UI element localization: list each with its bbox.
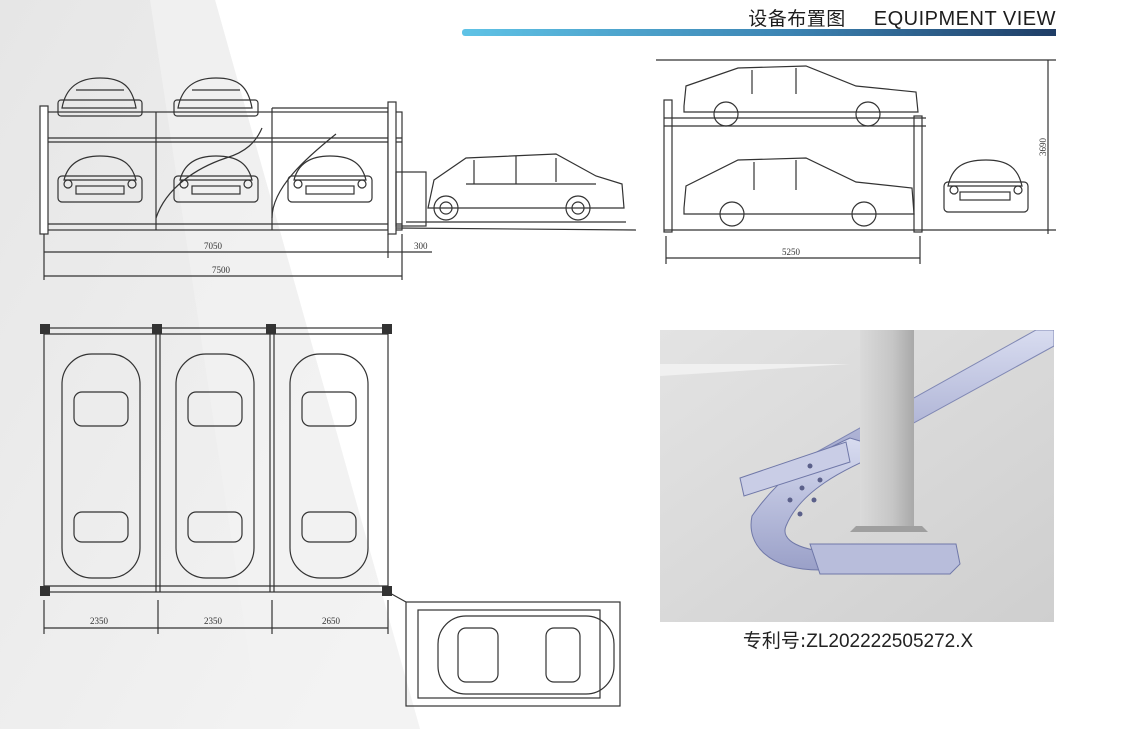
header-accent-bar xyxy=(462,29,1056,36)
plan-view-drawing: 2350 2350 2650 xyxy=(40,324,621,707)
dim-5250: 5250 xyxy=(782,247,801,257)
dim-2650: 2650 xyxy=(322,616,341,626)
dim-300: 300 xyxy=(414,241,428,251)
dim-2350-a: 2350 xyxy=(90,616,109,626)
car-lower-2 xyxy=(173,155,259,203)
page-title: 设备布置图 EQUIPMENT VIEW xyxy=(700,4,1056,30)
dim-2350-b: 2350 xyxy=(204,616,223,626)
car-plan-1 xyxy=(61,353,141,579)
side-elevation-drawing: 5250 3690 xyxy=(656,59,1056,264)
car-upper-1 xyxy=(57,77,143,117)
title-chinese: 设备布置图 xyxy=(748,8,846,30)
exit-platform xyxy=(405,601,621,707)
car-upper-side xyxy=(683,65,919,127)
car-lower-1 xyxy=(57,155,143,203)
dim-7050: 7050 xyxy=(204,241,223,251)
steel-post xyxy=(860,330,914,526)
patent-number: ZL202222505272.X xyxy=(806,631,974,652)
car-plan-3 xyxy=(289,353,369,579)
frame-outline xyxy=(43,111,403,231)
front-elevation-drawing: 7050 300 7500 xyxy=(39,77,636,280)
title-english: EQUIPMENT VIEW xyxy=(873,8,1056,30)
patent-label: 专利号: xyxy=(742,630,807,652)
car-side-exit xyxy=(427,153,625,221)
car-plan-exit xyxy=(437,615,615,695)
rail-short xyxy=(809,543,961,575)
plan-frame xyxy=(43,327,389,593)
patent-caption: 专利号:ZL202222505272.X xyxy=(660,626,1056,652)
dim-3690: 3690 xyxy=(1038,138,1048,157)
car-plan-2 xyxy=(175,353,255,579)
dim-7500: 7500 xyxy=(212,265,231,275)
car-upper-2 xyxy=(173,77,259,117)
car-front-side xyxy=(943,159,1029,213)
car-lower-side xyxy=(683,157,915,227)
car-lower-3 xyxy=(287,155,373,203)
rail-render-image xyxy=(660,330,1054,622)
